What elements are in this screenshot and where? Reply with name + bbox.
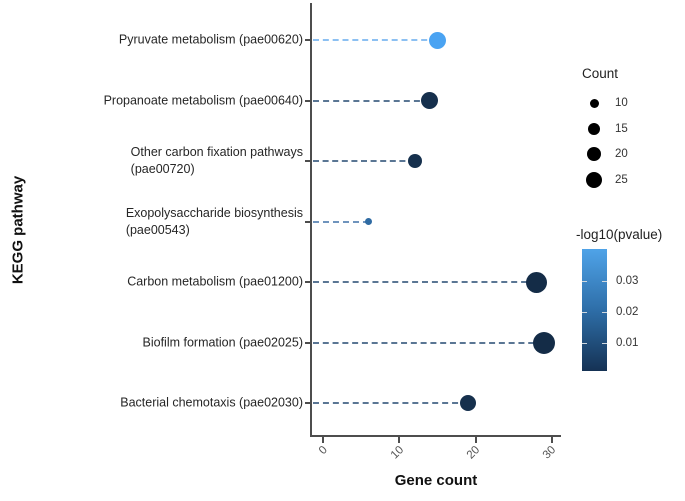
colorbar-tick (602, 281, 607, 282)
size-legend-dot (587, 147, 601, 161)
category-label: Bacterial chemotaxis (pae02030) (120, 395, 303, 410)
color-legend-value: 0.03 (616, 275, 639, 287)
lollipop-stem (313, 99, 430, 102)
size-legend-value: 25 (615, 173, 628, 186)
category-label: Biofilm formation (pae02025) (142, 335, 304, 349)
color-legend-value: 0.02 (616, 306, 639, 318)
size-legend-dot (586, 171, 602, 188)
y-axis-tick (305, 341, 311, 344)
y-axis-tick (305, 220, 311, 223)
x-axis-tick (474, 437, 477, 443)
data-point (365, 218, 373, 225)
size-legend-value: 20 (615, 148, 628, 160)
colorbar-tick (582, 312, 587, 313)
lollipop-stem (313, 220, 369, 223)
y-axis-tick (305, 281, 311, 283)
x-axis-tick-label: 10 (388, 444, 406, 462)
y-axis-tick (305, 99, 311, 102)
size-legend-dot (588, 122, 600, 135)
y-axis-title: KEGG pathway (9, 175, 27, 285)
lollipop-stem (313, 341, 545, 344)
category-label: Propanoate metabolism (pae00640) (103, 93, 303, 107)
data-point (526, 271, 548, 293)
data-point (428, 31, 446, 49)
size-legend-title: Count (582, 66, 619, 81)
colorbar-tick (602, 312, 607, 313)
x-axis-tick (550, 437, 553, 443)
y-axis-tick (305, 402, 311, 404)
data-point (460, 395, 477, 411)
colorbar-tick (602, 343, 607, 344)
size-legend-dot (589, 98, 599, 108)
lollipop-stem (313, 160, 415, 162)
color-legend-value: 0.01 (616, 337, 639, 349)
y-axis-line (310, 3, 312, 437)
x-axis-tick (398, 437, 401, 443)
y-axis-tick (305, 39, 311, 41)
x-axis-tick-label: 30 (540, 444, 559, 462)
data-point (533, 331, 556, 354)
x-axis-title: Gene count (394, 472, 478, 489)
x-axis-tick-label: 0 (316, 444, 330, 458)
size-legend-value: 10 (615, 97, 628, 109)
data-point (407, 154, 422, 168)
x-axis-tick (322, 437, 324, 443)
colorbar-gradient (582, 249, 607, 371)
colorbar-tick (582, 343, 587, 344)
x-axis-line (310, 435, 561, 437)
data-point (421, 92, 439, 109)
category-label: Carbon metabolism (pae01200) (127, 274, 303, 289)
category-label: Pyruvate metabolism (pae00620) (118, 32, 303, 47)
lollipop-stem (313, 39, 438, 41)
x-axis-tick-label: 20 (464, 444, 483, 462)
category-label: Exopolysaccharide biosynthesis (pae00543… (125, 205, 303, 237)
lollipop-stem (313, 281, 537, 283)
color-legend-title: -log10(pvalue) (576, 227, 663, 242)
y-axis-tick (305, 160, 311, 162)
category-label: Other carbon fixation pathways (pae00720… (130, 145, 303, 176)
colorbar-tick (582, 281, 587, 282)
lollipop-stem (313, 402, 469, 404)
size-legend-value: 15 (615, 122, 628, 135)
